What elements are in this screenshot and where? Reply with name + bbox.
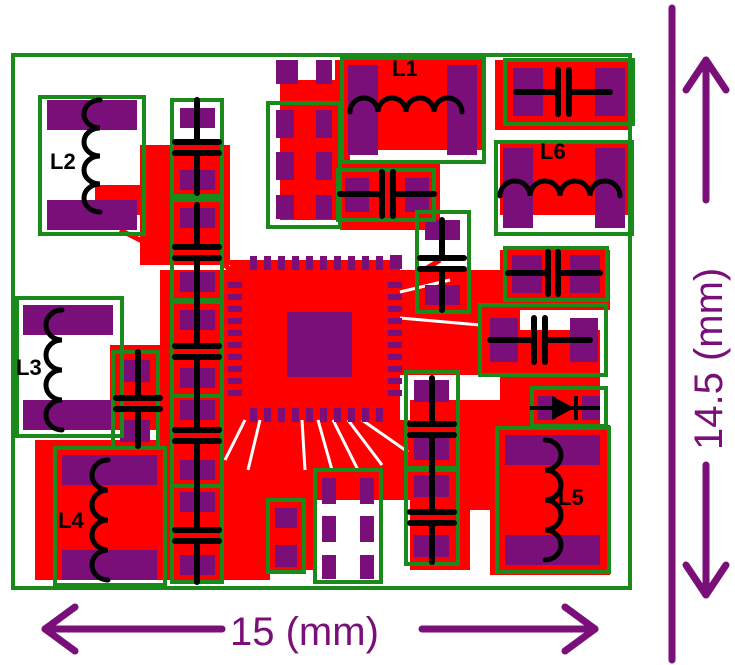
qfn-pin (388, 378, 402, 384)
qfn-pin (388, 354, 402, 360)
qfn-pin (228, 378, 242, 384)
width-dimension (41, 603, 599, 655)
diode-symbol (530, 396, 600, 420)
qfn-pin (388, 330, 402, 336)
qfn-pin (388, 366, 402, 372)
height-dimension (668, 4, 730, 664)
qfn-pin (228, 318, 242, 324)
qfn-pin (376, 256, 383, 270)
qfn-pin (334, 256, 341, 270)
qfn-pin (250, 256, 257, 270)
inductor-l5 (542, 437, 564, 563)
qfn-pin (388, 294, 402, 300)
qfn-pin (362, 408, 369, 422)
capacitor-c4 (172, 393, 222, 489)
capacitor-c10 (513, 67, 613, 117)
qfn-pin (228, 306, 242, 312)
capacitor-c1 (172, 97, 222, 196)
qfn-pin (388, 318, 402, 324)
qfn-pin (292, 256, 299, 270)
qfn-pin (250, 408, 257, 422)
label-l1: L1 (392, 56, 418, 81)
height-dimension-label: 14.5 (mm) (687, 268, 731, 450)
qfn-pin (228, 354, 242, 360)
inductor-l1 (347, 95, 465, 115)
qfn-pin (228, 330, 242, 336)
qfn-pin (362, 256, 369, 270)
qfn-pin (228, 282, 242, 288)
qfn-pin (264, 408, 271, 422)
board-outline (11, 53, 632, 590)
capacitor-c12 (505, 249, 603, 297)
qfn-pin (278, 408, 285, 422)
qfn-pin (320, 408, 327, 422)
label-l3: L3 (16, 355, 42, 380)
capacitor-c5 (172, 485, 222, 585)
capacitor-c6 (417, 217, 467, 313)
qfn-pin (388, 342, 402, 348)
qfn-pins (228, 256, 402, 422)
label-l4: L4 (58, 508, 84, 533)
qfn-pin (264, 256, 271, 270)
label-l5: L5 (558, 485, 584, 510)
width-dimension-label: 15 (mm) (230, 610, 379, 654)
capacitor-c13 (487, 315, 593, 365)
qfn-pin (228, 366, 242, 372)
capacitor-c9 (113, 349, 163, 449)
capacitor-c8 (407, 467, 457, 565)
qfn-pin (278, 256, 285, 270)
capacitor-c11 (337, 169, 437, 219)
qfn-pin (228, 390, 242, 396)
qfn-pin (348, 408, 355, 422)
capacitor-c3 (172, 297, 222, 397)
qfn-pin (320, 256, 327, 270)
qfn-pin (388, 306, 402, 312)
label-l6: L6 (540, 139, 566, 164)
qfn-pin (388, 282, 402, 288)
trace-layer (118, 227, 460, 501)
capacitor-c7 (407, 375, 457, 471)
inductor-l6 (497, 178, 623, 199)
qfn-pin (306, 256, 313, 270)
qfn-pin (292, 408, 299, 422)
label-l2: L2 (50, 149, 76, 174)
inductor-l3 (43, 307, 65, 433)
qfn-pin (388, 390, 402, 396)
qfn-pin (348, 256, 355, 270)
inductor-l2 (81, 97, 103, 215)
capacitor-c2 (172, 202, 222, 301)
qfn-pin (334, 408, 341, 422)
qfn-pin (306, 408, 313, 422)
capacitor-symbols (113, 67, 613, 585)
qfn-pin (376, 408, 383, 422)
qfn-pin (228, 342, 242, 348)
qfn-pin (228, 294, 242, 300)
inductor-symbols (43, 95, 623, 583)
inductor-l4 (89, 457, 111, 583)
